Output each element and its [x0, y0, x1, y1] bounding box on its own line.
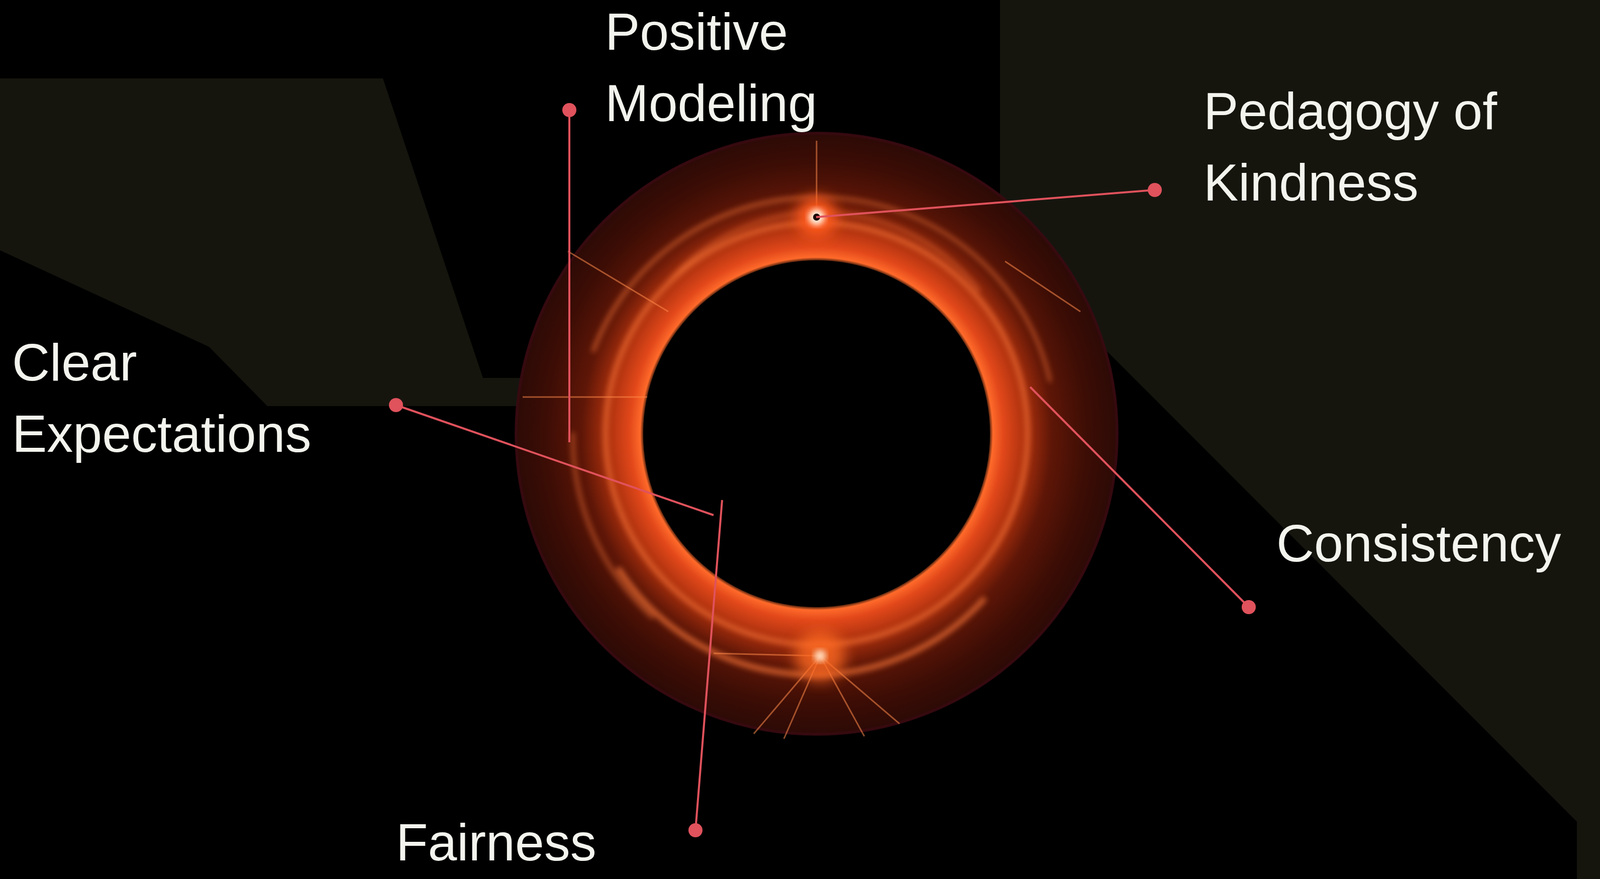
- leader-dot: [688, 823, 703, 838]
- leader-dot: [1241, 600, 1256, 615]
- leader-dot: [1147, 182, 1162, 197]
- callout-label: Fairness: [395, 806, 597, 878]
- callout-label: Pedagogy of Kindness: [1203, 75, 1566, 219]
- callout-label: Consistency: [1276, 507, 1561, 579]
- leader-line: [395, 405, 714, 516]
- leader-line: [695, 500, 723, 831]
- callout-label: Positive Modeling: [605, 0, 887, 139]
- callout-label: Clear Expectations: [12, 326, 405, 470]
- leader-dot: [388, 397, 404, 413]
- leader-lines: [388, 103, 1256, 838]
- leader-line: [816, 189, 1155, 218]
- leader-dot: [562, 103, 577, 118]
- glowing-ring: [515, 132, 1119, 739]
- leader-line: [568, 110, 571, 443]
- leader-line: [1030, 386, 1249, 608]
